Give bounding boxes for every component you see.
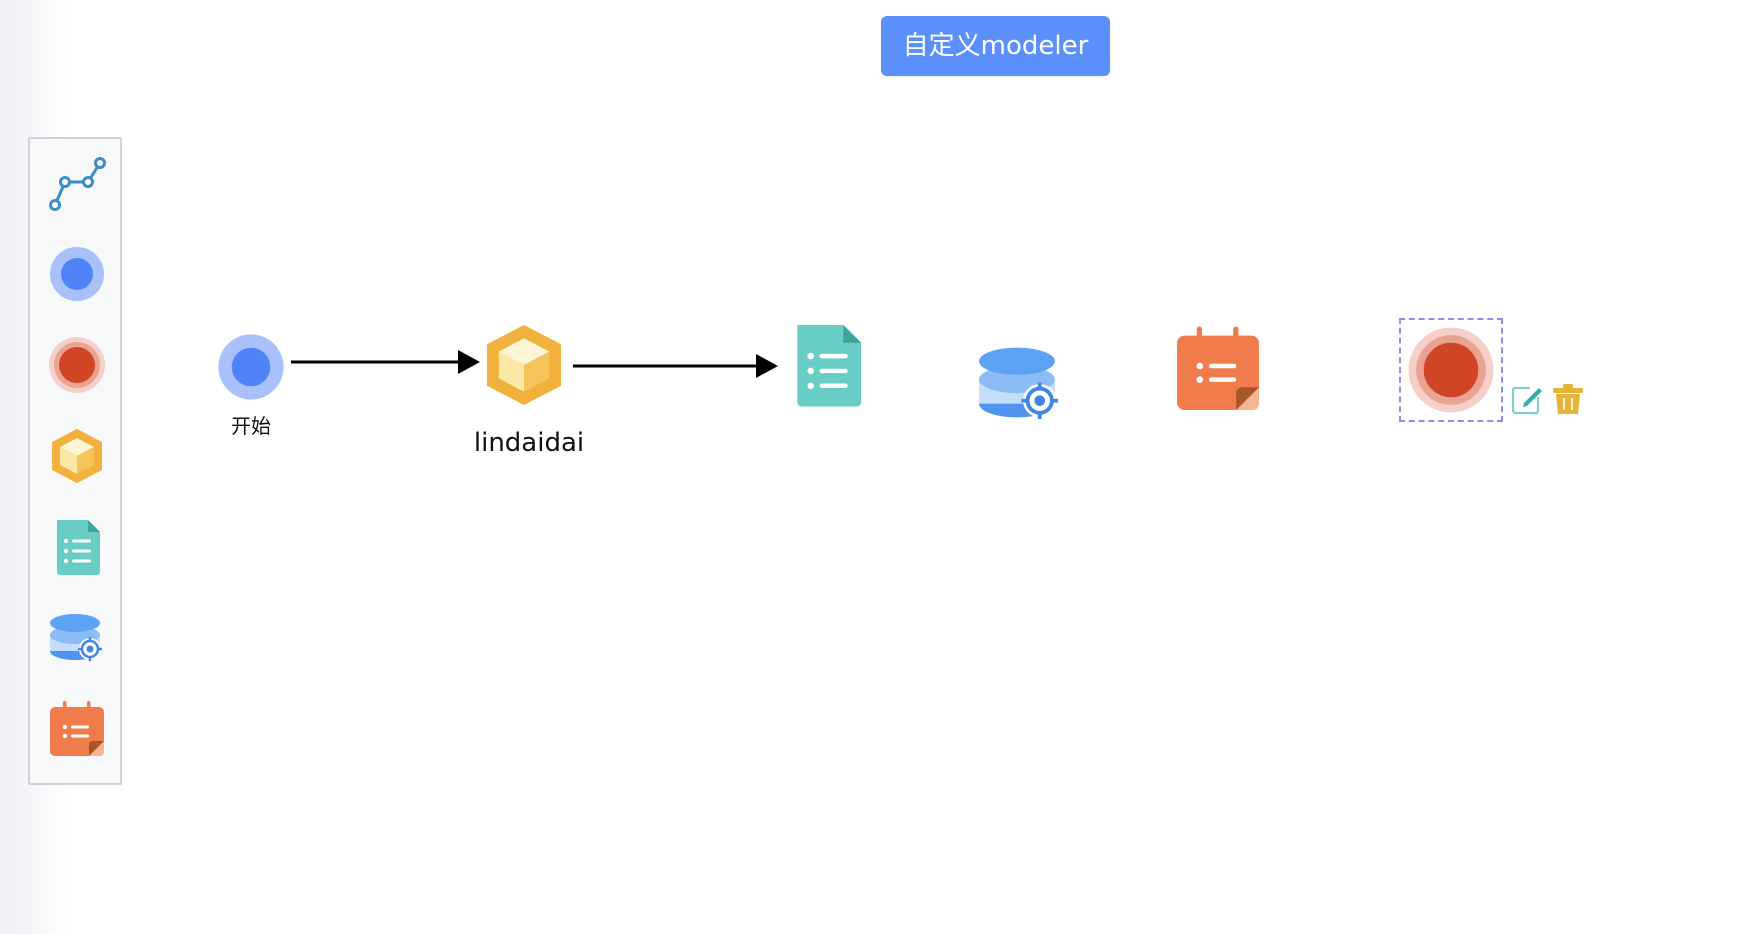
calendar-task-icon xyxy=(1177,326,1259,410)
document-task-icon xyxy=(57,520,100,575)
database-task-node[interactable] xyxy=(976,340,1064,428)
calendar-task-icon xyxy=(50,701,104,756)
edit-icon xyxy=(1511,386,1542,415)
document-task-icon xyxy=(797,324,862,407)
cube-task-icon xyxy=(52,429,102,483)
end-event-node[interactable] xyxy=(1407,326,1495,414)
start-event-icon xyxy=(50,247,104,301)
start-event-icon xyxy=(218,334,284,400)
end-event-icon xyxy=(1408,327,1494,413)
edit-button[interactable] xyxy=(1510,382,1544,416)
document-task-node[interactable] xyxy=(784,322,870,408)
arrow-head-2 xyxy=(756,354,778,378)
cube-task-icon xyxy=(486,324,562,406)
palette-document-task[interactable] xyxy=(48,518,106,576)
palette-cube-task[interactable] xyxy=(48,427,106,485)
database-task-icon xyxy=(979,347,1058,419)
start-event-label: 开始 xyxy=(231,414,271,438)
trash-icon xyxy=(1553,384,1583,414)
palette-start-event[interactable] xyxy=(48,245,106,303)
start-event-node[interactable] xyxy=(216,332,286,402)
palette-calendar-task[interactable] xyxy=(48,700,106,758)
delete-button[interactable] xyxy=(1551,382,1585,416)
cube-task-node[interactable] xyxy=(481,322,567,408)
selection-outline xyxy=(1399,318,1503,422)
palette-connection-tool[interactable] xyxy=(48,154,106,212)
cube-task-label: lindaidai xyxy=(473,428,585,458)
palette-database-task[interactable] xyxy=(48,609,106,667)
end-event-icon xyxy=(49,337,105,393)
palette-end-event[interactable] xyxy=(48,336,106,394)
palette xyxy=(28,137,122,785)
calendar-task-node[interactable] xyxy=(1174,325,1262,413)
connection-icon xyxy=(49,157,106,211)
custom-modeler-button[interactable]: 自定义modeler xyxy=(881,16,1110,76)
database-task-icon xyxy=(50,614,102,661)
arrow-head-1 xyxy=(458,350,480,374)
